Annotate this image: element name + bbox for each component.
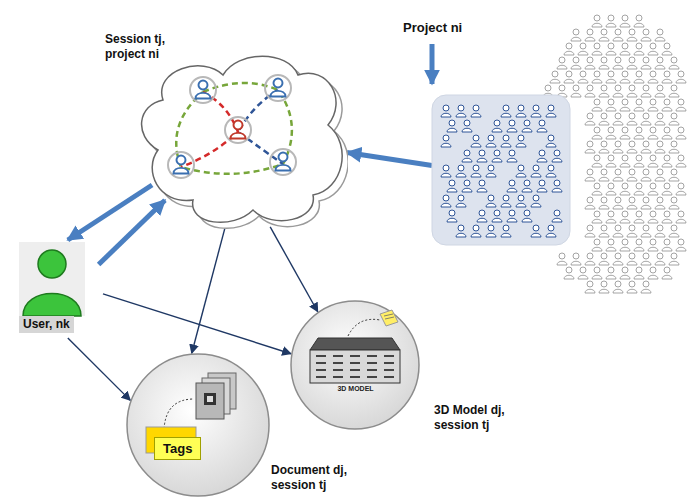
- link-arrow: [192, 229, 225, 354]
- model-circle: 3D MODEL 3D Model dj, session tj: [288, 298, 518, 438]
- node-illustration: [400, 18, 575, 250]
- pointer-arrow: [430, 44, 435, 84]
- flow-arrow: [347, 153, 432, 166]
- link-arrow: [103, 294, 291, 354]
- flow-arrow: [68, 185, 152, 240]
- node-label: Document dj, session tj: [271, 463, 366, 493]
- node-label: 3D Model dj, session tj: [434, 403, 516, 433]
- document-circle: TagsDocument dj, session tj: [124, 351, 369, 501]
- flow-arrow: [99, 200, 165, 264]
- user-node: User, nk: [15, 240, 103, 338]
- node-illustration: [124, 351, 369, 501]
- anchor-shape: [432, 95, 570, 245]
- anchor-shape: [126, 353, 270, 497]
- link-arrow: [270, 227, 318, 312]
- cloud-session: Session tj, project ni: [103, 30, 348, 235]
- node-label: User, nk: [19, 316, 74, 333]
- project-group: Project ni: [400, 18, 575, 250]
- tag-label: Tags: [154, 437, 201, 460]
- node-label: Session tj, project ni: [105, 32, 185, 62]
- link-arrow: [68, 338, 131, 400]
- anchor-shape: [290, 300, 420, 430]
- model-caption: 3D MODEL: [328, 384, 383, 393]
- anchor-shape: [138, 50, 348, 230]
- node-label: Project ni: [403, 20, 462, 35]
